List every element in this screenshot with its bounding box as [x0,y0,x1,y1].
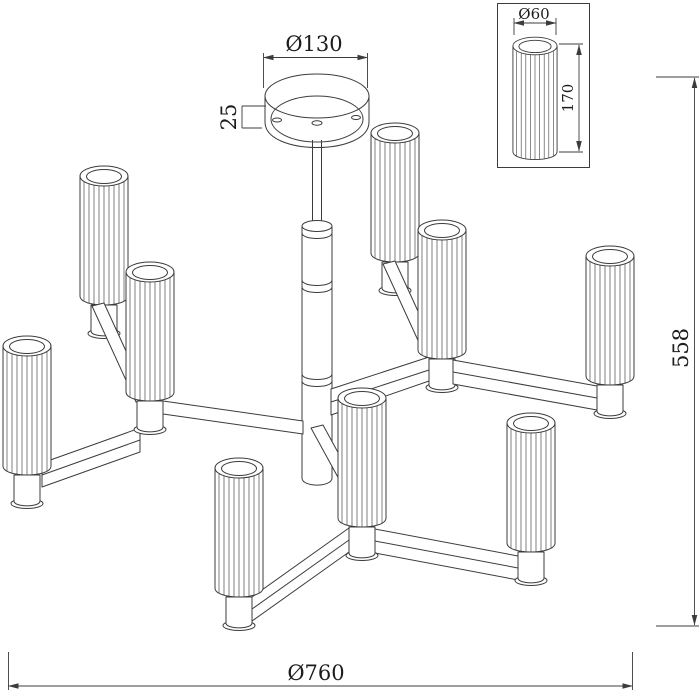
lamp-shade-2 [125,261,175,402]
canopy-diameter-label: Ø130 [285,32,342,56]
canopy-mount-hole [311,120,323,126]
arm-bottom-left [251,527,350,622]
overall-height-label: 558 [669,328,693,368]
dim-shade-diameter: Ø60 [513,5,557,35]
lamp-socket-9 [514,551,548,586]
shade-height-label: 170 [559,84,577,113]
shade-detail-box: Ø60 170 [497,3,590,168]
lamp-socket-6 [593,384,627,419]
ceiling-canopy [264,73,370,148]
lamp-shade-1 [79,165,129,306]
lamp-socket-8 [222,596,256,631]
arm-far-right [452,359,598,411]
arm-left-upper [162,400,304,435]
lamp-shade-3 [2,335,52,476]
canopy-height-label: 25 [217,104,241,131]
lamp-shade-6 [585,245,635,386]
arm-bottom-right [374,528,519,581]
lamp-shade-4 [370,122,420,263]
lamp-shade-7 [337,387,387,528]
shade-diameter-label: Ø60 [518,5,549,23]
lamp-shade-8 [214,457,264,598]
arm-left-lower [41,427,141,488]
lamp-shade-9 [506,412,556,553]
dim-overall-diameter: Ø760 [8,652,633,690]
dim-canopy-height: 25 [217,104,266,131]
lamp-socket-7 [345,526,379,561]
detail-lamp-shade [512,36,558,160]
overall-diameter-label: Ø760 [287,661,344,685]
canopy-mount-hole [272,117,282,123]
lamp-socket-3 [10,474,44,509]
dim-shade-height: 170 [559,43,583,153]
central-stem [301,140,333,486]
canopy-mount-hole [351,115,361,120]
lamp-socket-2 [133,400,167,435]
lamp-shade-5 [417,219,467,360]
dim-canopy-diameter: Ø130 [263,32,368,88]
dim-overall-height: 558 [656,76,699,627]
